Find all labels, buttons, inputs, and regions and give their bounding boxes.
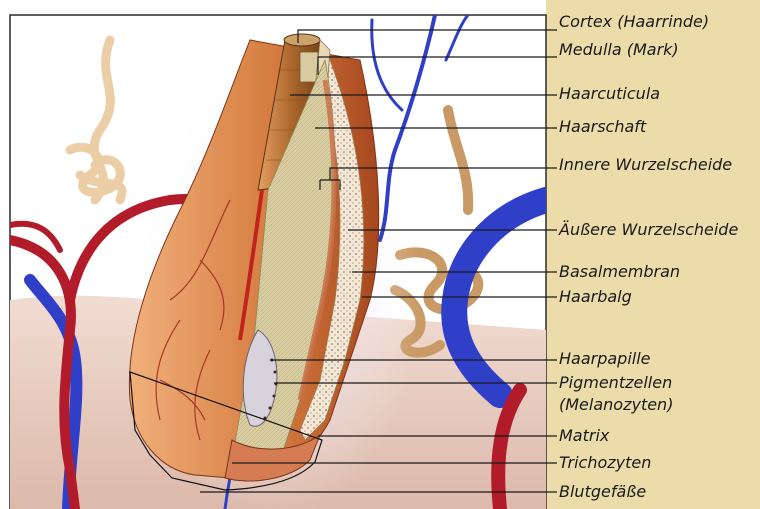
label-medulla: Medulla (Mark) xyxy=(559,40,679,59)
label-pigmentzellen: Pigmentzellen xyxy=(559,373,672,392)
label-haarschaft: Haarschaft xyxy=(559,117,646,136)
label-matrix: Matrix xyxy=(559,426,609,445)
label-basalmembran: Basalmembran xyxy=(559,262,680,281)
medulla-core xyxy=(300,52,318,82)
label-blutgefaesse: Blutgefäße xyxy=(559,482,646,501)
label-innere-wurzelscheide: Innere Wurzelscheide xyxy=(559,155,732,174)
label-haarcuticula: Haarcuticula xyxy=(559,84,660,103)
label-cortex: Cortex (Haarrinde) xyxy=(559,12,709,31)
label-melanozyten: (Melanozyten) xyxy=(559,395,673,414)
label-trichozyten: Trichozyten xyxy=(559,453,651,472)
label-haarpapille: Haarpapille xyxy=(559,349,651,368)
label-aeussere-wurzelscheide: Äußere Wurzelscheide xyxy=(559,220,738,239)
label-haarbalg: Haarbalg xyxy=(559,287,632,306)
cortex-cap xyxy=(284,34,320,46)
